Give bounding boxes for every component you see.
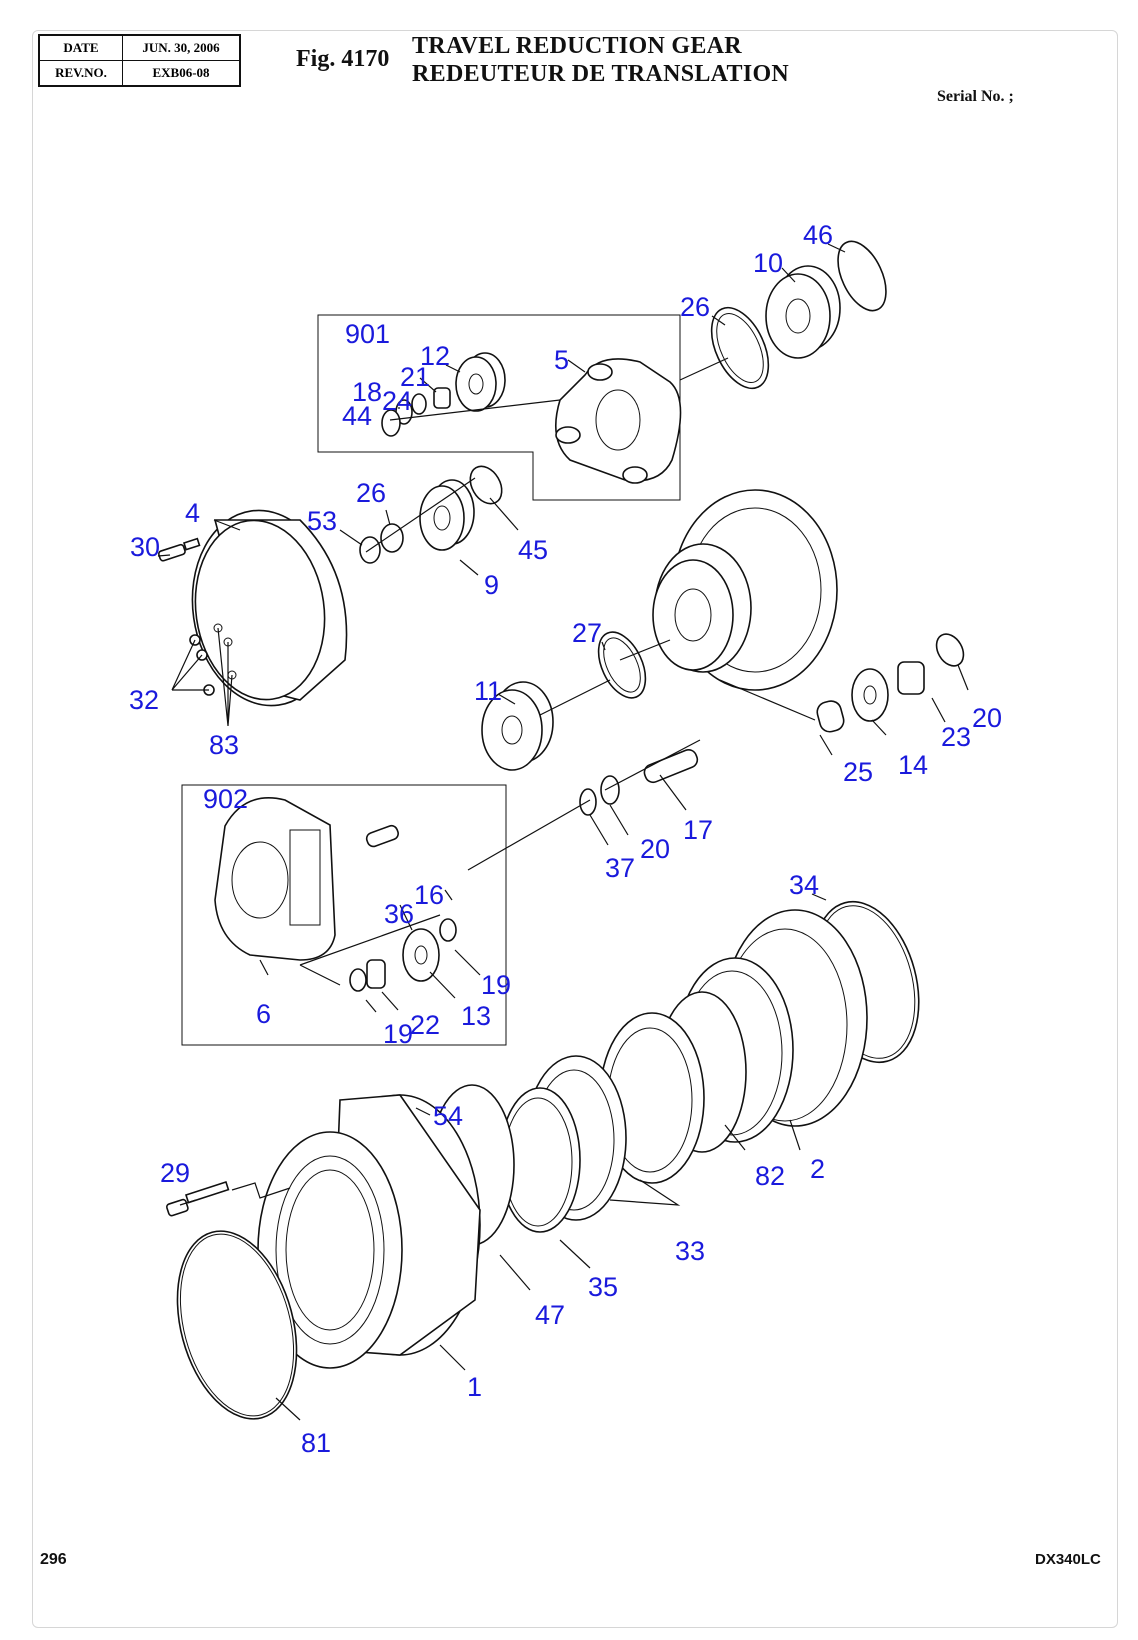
callout-29: 29 xyxy=(160,1158,190,1188)
callout-82: 82 xyxy=(755,1161,785,1191)
part-23-bearing xyxy=(897,661,925,695)
callout-9: 9 xyxy=(484,570,499,600)
part-11-gear xyxy=(481,681,554,771)
callout-16: 16 xyxy=(414,880,444,910)
callout-901: 901 xyxy=(345,319,390,349)
callout-32: 32 xyxy=(129,685,159,715)
callout-26b: 26 xyxy=(356,478,386,508)
callout-21: 21 xyxy=(400,362,430,392)
callout-4: 4 xyxy=(185,498,200,528)
callout-46: 46 xyxy=(803,220,833,250)
rev-value: EXB06-08 xyxy=(122,60,241,87)
callout-13: 13 xyxy=(461,1001,491,1031)
figure-number: Fig. 4170 xyxy=(296,46,390,72)
assembly-box-902 xyxy=(181,784,507,1046)
part-902-carrier xyxy=(214,797,399,961)
part-45-snap-ring xyxy=(469,465,503,505)
callout-33: 33 xyxy=(675,1236,705,1266)
part-1-drum xyxy=(257,1094,481,1369)
assembly-box-901 xyxy=(317,314,681,501)
callout-30: 30 xyxy=(130,532,160,562)
part-30-bolt xyxy=(157,537,201,562)
part-9-gear xyxy=(419,479,475,551)
part-10-gear xyxy=(765,265,841,359)
part-22-bearing xyxy=(366,959,386,989)
callout-81: 81 xyxy=(301,1428,331,1458)
callout-2: 2 xyxy=(810,1154,825,1184)
part-44-snap-ring xyxy=(381,409,401,437)
callout-labels: 46 10 26 901 12 21 5 18 24 44 4 26 53 45… xyxy=(129,220,1002,1458)
part-16-washer xyxy=(439,918,457,942)
callout-23: 23 xyxy=(941,722,971,752)
page-number: 296 xyxy=(40,1551,67,1568)
callout-24: 24 xyxy=(382,386,412,416)
revision-table: DATE JUN. 30, 2006 REV.NO. EXB06-08 xyxy=(38,34,241,87)
callout-1: 1 xyxy=(467,1372,482,1402)
rev-label: REV.NO. xyxy=(38,60,123,87)
callout-19: 19 xyxy=(481,970,511,1000)
title-english: TRAVEL REDUCTION GEAR xyxy=(412,33,742,59)
part-21-needle-bearing xyxy=(433,387,451,409)
figure-title: TRAVEL REDUCTION GEAR REDEUTEUR DE TRANS… xyxy=(412,32,789,88)
part-12-gear xyxy=(455,352,506,412)
callout-12: 12 xyxy=(420,341,450,371)
callout-36: 36 xyxy=(384,899,414,929)
callout-45: 45 xyxy=(518,535,548,565)
part-20-washer-b xyxy=(600,775,620,805)
callout-17: 17 xyxy=(683,815,713,845)
callout-37: 37 xyxy=(605,853,635,883)
callout-20: 20 xyxy=(972,703,1002,733)
callout-83: 83 xyxy=(209,730,239,760)
callout-27: 27 xyxy=(572,618,602,648)
callout-44: 44 xyxy=(342,401,372,431)
callout-11: 11 xyxy=(474,676,502,706)
leader-lines xyxy=(157,243,969,1421)
callout-26: 26 xyxy=(680,292,710,322)
callout-53: 53 xyxy=(307,506,337,536)
part-19-washer xyxy=(349,968,367,992)
callout-22: 22 xyxy=(410,1010,440,1040)
callout-18: 18 xyxy=(352,377,382,407)
part-5-carrier xyxy=(554,358,682,484)
part-24-washer xyxy=(411,393,427,415)
callout-35: 35 xyxy=(588,1272,618,1302)
model-code: DX340LC xyxy=(1035,1551,1101,1568)
callout-25: 25 xyxy=(843,757,873,787)
callout-47: 47 xyxy=(535,1300,565,1330)
callout-5: 5 xyxy=(554,345,569,375)
callout-902: 902 xyxy=(203,784,248,814)
callout-34: 34 xyxy=(789,870,819,900)
part-37-snap-ring xyxy=(579,788,597,816)
part-29-bolt xyxy=(165,1181,230,1217)
callout-14: 14 xyxy=(898,750,928,780)
callout-6: 6 xyxy=(256,999,271,1029)
callout-19b: 19 xyxy=(383,1019,413,1049)
serial-number: Serial No. ; xyxy=(937,88,1014,105)
part-26-ring xyxy=(710,306,770,390)
callout-20b: 20 xyxy=(640,834,670,864)
callout-54: 54 xyxy=(433,1101,463,1131)
part-46-snap-ring xyxy=(837,240,887,312)
part-27-ring xyxy=(597,631,647,699)
part-20-washer xyxy=(935,633,965,667)
callout-10: 10 xyxy=(753,248,783,278)
part-14-gear xyxy=(851,668,889,722)
travel-motor-hub xyxy=(652,489,838,691)
title-french: REDEUTEUR DE TRANSLATION xyxy=(412,61,790,87)
part-26-ring-b xyxy=(380,523,404,553)
part-25-pin xyxy=(816,700,845,733)
part-13-gear xyxy=(402,928,440,982)
part-81-o-ring xyxy=(176,1230,298,1420)
